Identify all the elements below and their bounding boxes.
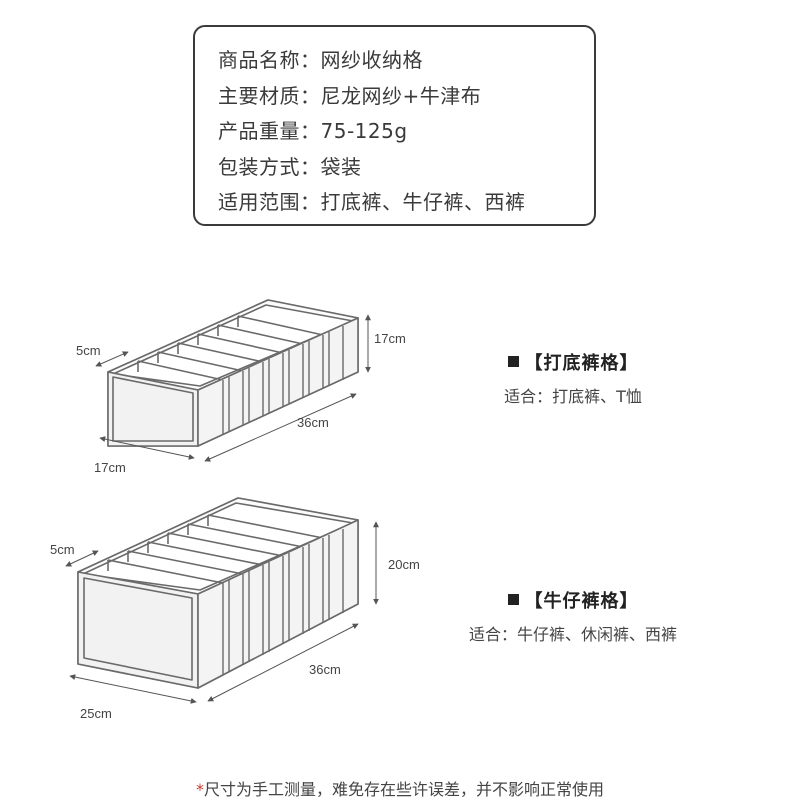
square-bullet-icon xyxy=(507,594,519,605)
spec-row-usage: 适用范围：打底裤、牛仔裤、西裤 xyxy=(218,190,526,214)
jeans-length-dimension: 36cm xyxy=(309,662,341,677)
leggings-height-dimension: 17cm xyxy=(374,331,406,346)
spec-row-weight: 产品重量：75-125g xyxy=(218,119,408,143)
jeans-height-dimension: 20cm xyxy=(388,557,420,572)
jeans-dimension-lines xyxy=(65,521,379,704)
leggings-title: 【打底裤格】 xyxy=(483,349,663,375)
leggings-width-dimension: 17cm xyxy=(94,460,126,475)
jeans-organizer-drawing xyxy=(77,497,359,689)
leggings-organizer-drawing xyxy=(107,299,359,447)
square-bullet-icon xyxy=(507,356,519,367)
leggings-dimension-lines xyxy=(95,314,371,462)
measurement-footnote: *尺寸为手工测量，难免存在些许误差，并不影响正常使用 xyxy=(195,780,604,799)
jeans-suitable: 适合：牛仔裤、休闲裤、西裤 xyxy=(468,625,677,644)
jeans-compartment-dimension: 5cm xyxy=(50,542,75,557)
leggings-length-dimension: 36cm xyxy=(297,415,329,430)
spec-table: 商品名称：网纱收纳格 主要材质：尼龙网纱+牛津布 产品重量：75-125g 包装… xyxy=(193,25,596,226)
leggings-suitable: 适合：打底裤、T恤 xyxy=(504,387,642,406)
jeans-title: 【牛仔裤格】 xyxy=(440,587,706,613)
jeans-width-dimension: 25cm xyxy=(80,706,112,721)
leggings-label: 【打底裤格】 适合：打底裤、T恤 xyxy=(483,349,663,407)
spec-row-name: 商品名称：网纱收纳格 xyxy=(218,48,423,72)
leggings-compartment-dimension: 5cm xyxy=(76,343,101,358)
spec-row-material: 主要材质：尼龙网纱+牛津布 xyxy=(218,83,482,108)
jeans-label: 【牛仔裤格】 适合：牛仔裤、休闲裤、西裤 xyxy=(440,587,706,645)
asterisk: * xyxy=(195,780,204,799)
spec-row-packaging: 包装方式：袋装 xyxy=(218,154,362,179)
